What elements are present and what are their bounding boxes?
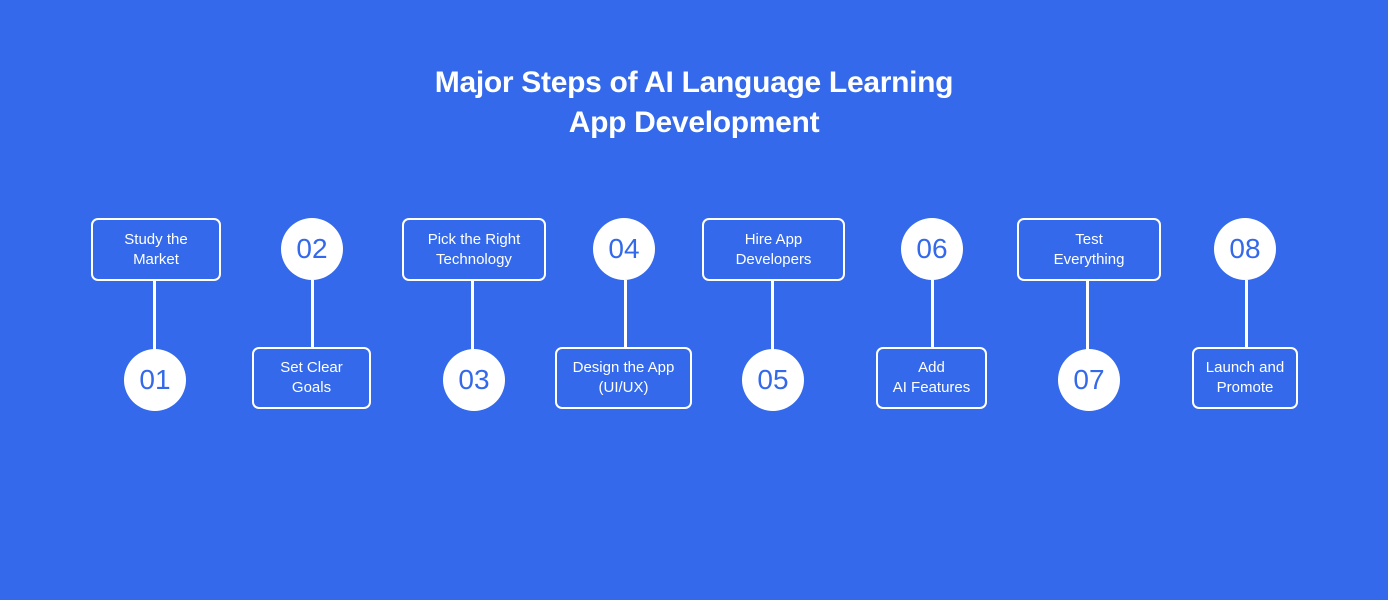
step-1-number: 01 [124,349,186,411]
title-line-1: Major Steps of AI Language Learning [434,66,954,99]
step-2-number: 02 [281,218,343,280]
step-2-connector [311,280,314,347]
step-6-connector [931,280,934,347]
step-1-connector [153,281,156,350]
step-8-connector [1245,280,1248,347]
step-4-label: Design the App(UI/UX) [555,347,692,409]
step-7-connector [1086,281,1089,350]
title-line-2: App Development [568,106,820,139]
step-7-number: 07 [1058,349,1120,411]
step-4-connector [624,280,627,347]
step-3-connector [471,281,474,350]
step-8-number: 08 [1214,218,1276,280]
step-5-number: 05 [742,349,804,411]
step-5-connector [771,281,774,350]
step-6-number: 06 [901,218,963,280]
step-4-number: 04 [593,218,655,280]
step-3-number: 03 [443,349,505,411]
page-title: Major Steps of AI Language Learning App … [0,63,1388,143]
